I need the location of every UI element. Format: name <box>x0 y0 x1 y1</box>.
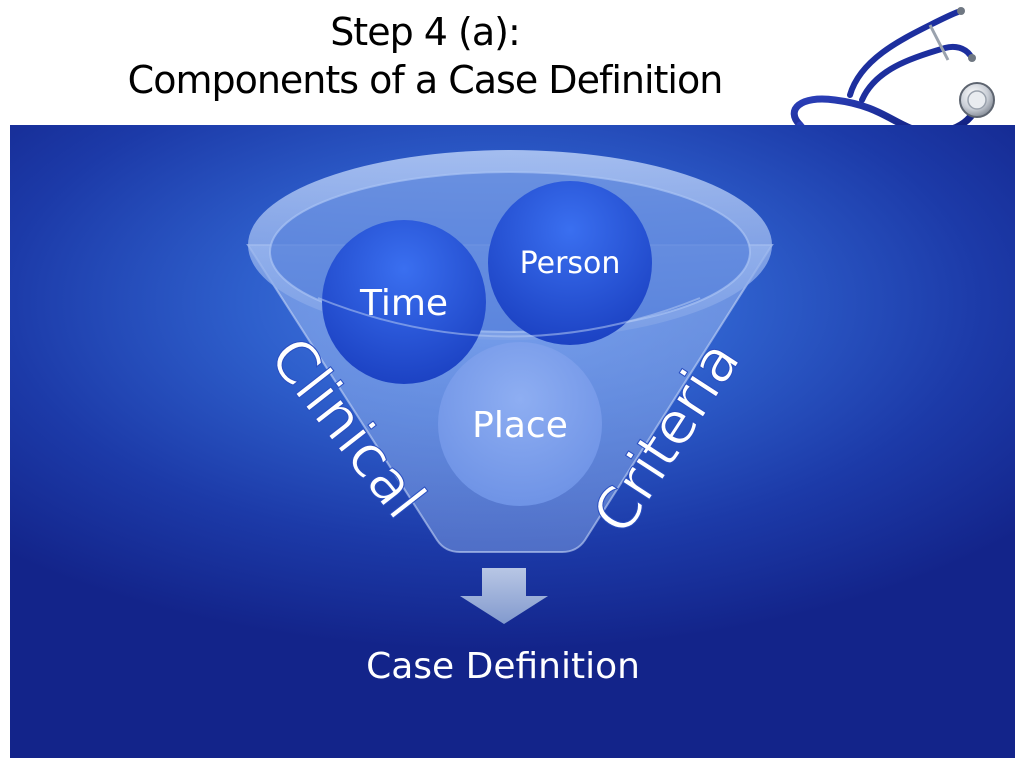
circle-place-label: Place <box>472 405 568 446</box>
circle-place: Place <box>438 342 602 506</box>
output-label: Case Definition <box>366 646 640 687</box>
circle-person-label: Person <box>520 246 621 281</box>
circle-person: Person <box>488 181 652 345</box>
circle-time: Time <box>322 220 486 384</box>
title-line-1: Step 4 (a): <box>330 10 521 54</box>
down-arrow-icon <box>460 568 548 624</box>
slide-title: Step 4 (a): Components of a Case Definit… <box>60 8 790 104</box>
stethoscope-icon <box>790 7 995 146</box>
title-line-2: Components of a Case Definition <box>127 58 724 102</box>
